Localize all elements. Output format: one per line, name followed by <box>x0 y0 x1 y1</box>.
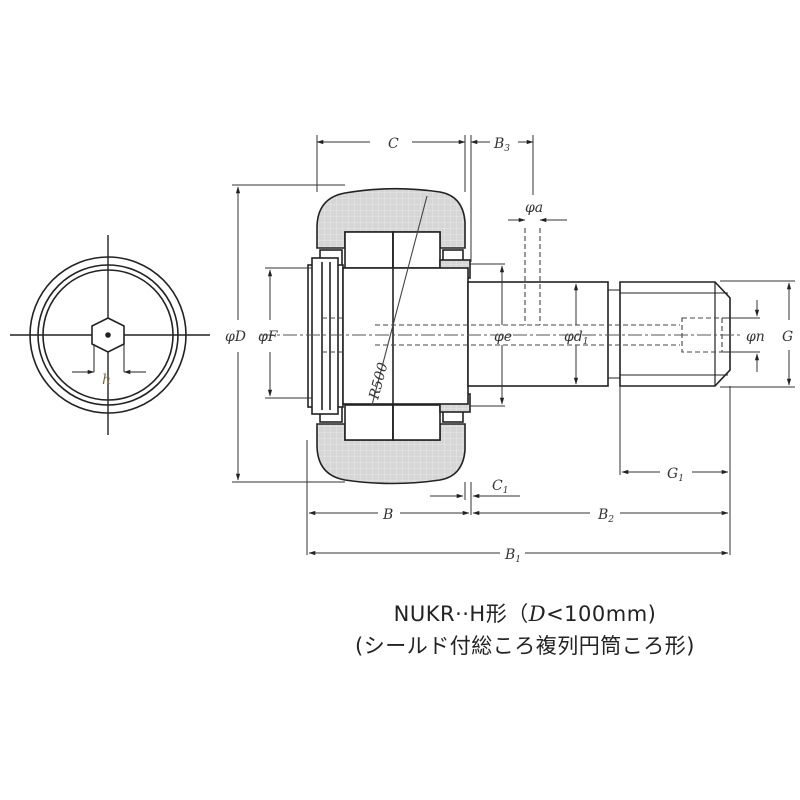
dim-phi-n-label: φn <box>746 329 765 345</box>
dim-G-label: G <box>782 329 793 345</box>
dim-C-label: C <box>388 136 399 152</box>
dim-B-label: B <box>382 507 393 523</box>
dim-phi-F-label: φF <box>258 329 279 345</box>
diagram-title: NUKR··H形（D<100mm) <box>393 602 657 626</box>
dimension-lines <box>232 135 795 556</box>
dim-C1-label: C1 <box>492 478 508 496</box>
dim-B2-label: B2 <box>597 507 614 525</box>
dim-phi-e-label: φe <box>494 329 512 345</box>
dim-h-label: h <box>102 372 111 388</box>
end-view <box>10 235 210 435</box>
dim-G1-label: G1 <box>667 466 684 484</box>
r500-leader <box>371 195 428 406</box>
dim-B3-label: B3 <box>493 136 510 154</box>
dim-phi-d1-label: φd1 <box>564 329 589 347</box>
section-view <box>307 187 731 485</box>
dim-phi-D-label: φD <box>225 329 246 345</box>
dim-B1-label: B1 <box>504 547 521 565</box>
diagram-subtitle: (シールド付総ころ複列円筒ころ形) <box>355 634 695 658</box>
dim-phi-a-label: φa <box>525 200 543 216</box>
